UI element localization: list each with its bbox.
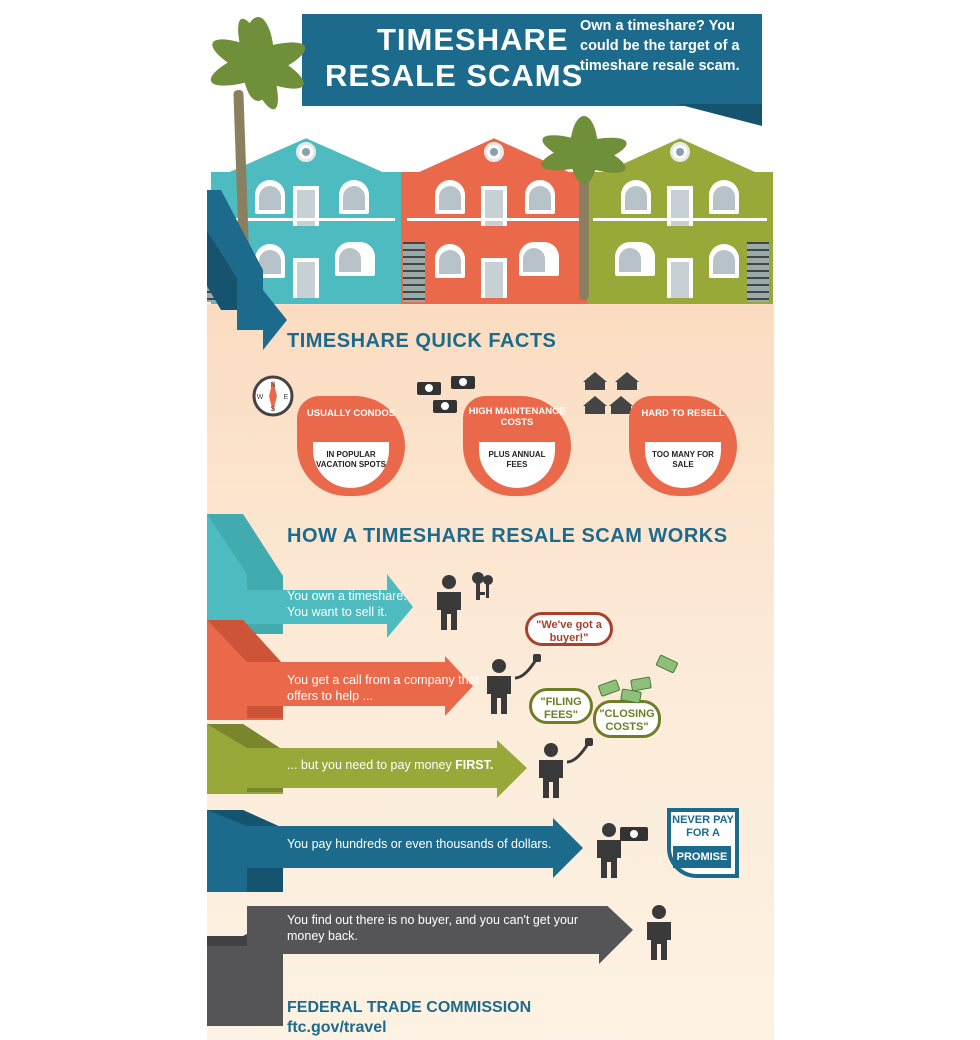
window: [519, 242, 559, 276]
round-window: [484, 142, 504, 162]
fact-inner: PLUS ANNUAL FEES: [479, 442, 555, 488]
step-5-arrow: [207, 906, 633, 1026]
never-pay-text: NEVER PAY FOR A: [672, 814, 734, 839]
cash-icon: [597, 678, 621, 698]
cash-icon: [620, 827, 648, 841]
phone-icon: [566, 738, 593, 764]
balcony-rail: [593, 218, 767, 221]
window: [255, 180, 285, 214]
balcony-rail: [407, 218, 581, 221]
cash-icon: [655, 654, 679, 674]
tagline: Own a timeshare? You could be the target…: [580, 18, 740, 74]
fact-inner: TOO MANY FOR SALE: [645, 442, 721, 488]
round-window: [296, 142, 316, 162]
fact-heading: USUALLY CONDOS: [306, 408, 396, 419]
window: [255, 244, 285, 278]
speech-bubble-buyer: "We've got a buyer!": [525, 612, 613, 646]
step-1-arrow: [207, 514, 413, 638]
palm-tree-icon: [210, 17, 306, 110]
person-icon: [647, 905, 671, 960]
houses-icon: [583, 372, 639, 414]
person-icon: [539, 743, 563, 798]
speech-bubble-closing-costs: "CLOSING COSTS": [593, 700, 661, 738]
balcony-rail: [217, 218, 395, 221]
step-3-text: ... but you need to pay money FIRST.: [287, 757, 507, 773]
step-4-text: You pay hundreds or even thousands of do…: [287, 837, 552, 851]
fact-heading: HARD TO RESELL: [641, 408, 725, 419]
how-it-works-title: HOW A TIMESHARE RESALE SCAM WORKS: [287, 525, 728, 547]
fact-subtext: PLUS ANNUAL FEES: [488, 450, 546, 469]
palm-tree-icon: [541, 116, 627, 184]
phone-icon: [514, 654, 541, 680]
door: [481, 258, 507, 298]
svg-text:S: S: [271, 406, 276, 413]
svg-text:N: N: [270, 382, 275, 389]
fact-card-costs: HIGH MAINTENANCE COSTS PLUS ANNUAL FEES: [463, 396, 571, 496]
step-3-text-main: ... but you need to pay money: [287, 758, 456, 772]
cash-icon: [630, 676, 652, 692]
door: [667, 258, 693, 298]
door: [293, 258, 319, 298]
ribbon-arrow: [207, 190, 287, 350]
step-5-text: You find out there is no buyer, and you …: [287, 913, 579, 943]
window: [435, 180, 465, 214]
stairs: [403, 242, 425, 302]
window: [435, 244, 465, 278]
person-icon: [487, 659, 511, 714]
person-icon: [437, 575, 461, 630]
condo-buildings: [207, 108, 774, 308]
keys-icon: [472, 572, 493, 600]
window: [709, 180, 739, 214]
window: [339, 180, 369, 214]
compass-icon: N W E S: [252, 375, 294, 417]
footer: FEDERAL TRADE COMMISSION ftc.gov/travel: [287, 998, 531, 1038]
window: [615, 242, 655, 276]
teal-condo: [211, 132, 401, 304]
window: [621, 180, 651, 214]
step-1-text: You own a timeshare. You want to sell it…: [287, 589, 407, 619]
palm-trunk: [579, 160, 589, 300]
step-4-arrow: [207, 810, 583, 892]
money-icon: [417, 376, 475, 413]
ftc-name: FEDERAL TRADE COMMISSION: [287, 999, 532, 1016]
window: [709, 244, 739, 278]
svg-text:W: W: [257, 394, 264, 401]
quick-facts-title: TIMESHARE QUICK FACTS: [287, 330, 557, 352]
svg-text:E: E: [284, 394, 289, 401]
window: [335, 242, 375, 276]
title-line-2: RESALE SCAMS: [325, 58, 584, 93]
olive-condo: [587, 132, 773, 304]
fact-subtext: TOO MANY FOR SALE: [652, 450, 714, 469]
promise-label: PROMISE: [673, 846, 731, 868]
window: [525, 180, 555, 214]
fact-subtext: IN POPULAR VACATION SPOTS: [316, 450, 386, 469]
person-icon: [597, 823, 621, 878]
round-window: [670, 142, 690, 162]
step-3-arrow: [207, 724, 527, 798]
fact-card-condos: USUALLY CONDOS IN POPULAR VACATION SPOTS: [297, 396, 405, 496]
step-3-text-emphasis: FIRST.: [455, 758, 494, 772]
step-2-arrow: [207, 620, 473, 720]
title-line-1: TIMESHARE: [377, 22, 569, 57]
speech-bubble-filing-fees: "FILING FEES": [529, 688, 593, 724]
stairs: [747, 242, 769, 302]
ftc-link[interactable]: ftc.gov/travel: [287, 1019, 387, 1036]
step-2-text: You get a call from a company that offer…: [287, 673, 480, 703]
title-banner: [302, 14, 762, 106]
fact-inner: IN POPULAR VACATION SPOTS: [313, 442, 389, 488]
infographic: TIMESHARE RESALE SCAMS Own a timeshare? …: [207, 0, 774, 1040]
fact-card-resell: HARD TO RESELL TOO MANY FOR SALE: [629, 396, 737, 496]
coral-condo: [401, 132, 587, 304]
fact-heading: HIGH MAINTENANCE COSTS: [468, 406, 566, 428]
